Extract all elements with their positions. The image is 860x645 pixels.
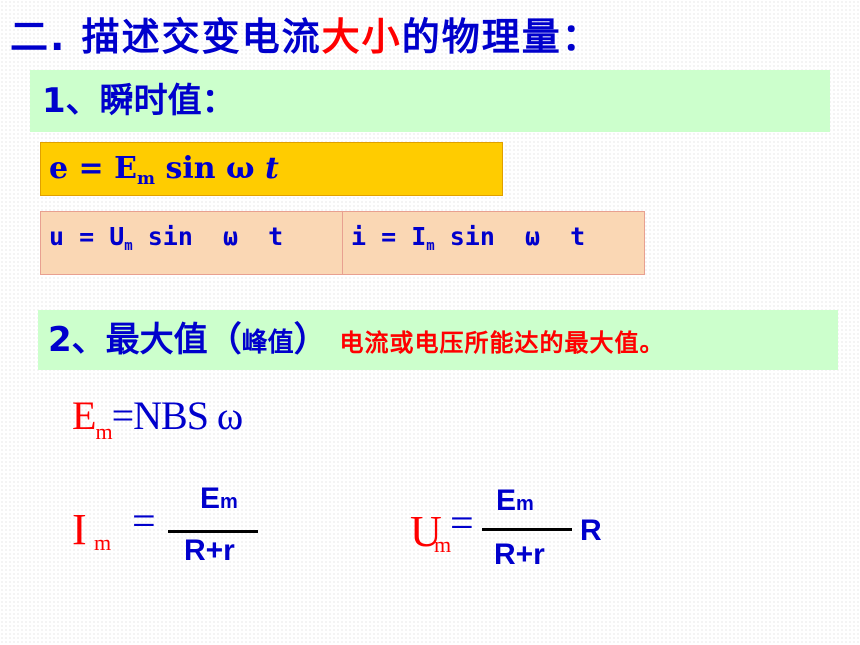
title-suffix: 的物理量：	[401, 15, 602, 59]
title-highlight: 大小	[321, 15, 402, 59]
section2-paren-open: （	[207, 320, 242, 360]
max-emf-formula: Em=NBS ω	[72, 392, 244, 445]
max-voltage-numerator: Em	[496, 484, 534, 518]
max-voltage-formula: U m = Em R+r R	[410, 480, 630, 580]
max-emf-sub: m	[95, 419, 112, 444]
section2-label: 2、最大值	[48, 320, 208, 360]
max-voltage-eq: =	[450, 501, 474, 547]
max-emf-rest: =NBS ω	[111, 393, 244, 438]
max-voltage-sym: U	[410, 507, 442, 556]
emf-instant-formula: e = Em sin ω t	[40, 142, 503, 196]
max-current-num-sub: m	[220, 491, 238, 513]
max-voltage-num: E	[496, 484, 517, 517]
current-instant-formula: i = Im sin ω t	[343, 211, 645, 275]
voltage-rest: sin ω t	[132, 222, 284, 251]
voltage-sub: m	[124, 238, 133, 254]
max-voltage-sub: m	[434, 532, 452, 557]
ui-formula-row: u = Um sin ω t i = Im sin ω t	[40, 211, 645, 275]
max-current-formula: I m = Em R+r	[72, 480, 272, 580]
max-current-fraction-line	[168, 530, 258, 533]
max-voltage-num-sub: m	[516, 493, 534, 515]
section1-label: 1、瞬时值：	[42, 81, 236, 121]
voltage-lhs: u = U	[49, 222, 125, 251]
voltage-instant-formula: u = Um sin ω t	[40, 211, 343, 275]
page-title: 二. 描述交变电流大小的物理量：	[10, 6, 602, 61]
current-lhs: i = I	[351, 222, 427, 251]
max-current-numerator: Em	[200, 482, 238, 516]
max-voltage-fraction-line	[482, 528, 572, 531]
max-current-sub: m	[94, 530, 112, 555]
max-voltage-den: R+r	[494, 538, 545, 571]
max-current-eq: =	[132, 499, 156, 545]
max-emf-sym: E	[72, 393, 96, 438]
section1-header: 1、瞬时值：	[30, 70, 830, 132]
title-prefix: 二. 描述交变电流	[10, 15, 322, 59]
emf-lhs: e	[49, 151, 69, 186]
current-rest: sin ω t	[434, 222, 586, 251]
max-voltage-after: R	[580, 514, 602, 547]
section2-description: 电流或电压所能达的最大值。	[339, 329, 665, 357]
section2-paren-close: ）	[293, 320, 328, 360]
section2-paren-text: 峰值	[241, 328, 294, 358]
emf-func: sin ω	[165, 151, 255, 186]
max-current-sym: I	[72, 505, 87, 554]
current-sub: m	[426, 238, 435, 254]
emf-var: t	[265, 151, 279, 186]
section2-header: 2、最大值（峰值） 电流或电压所能达的最大值。	[38, 310, 838, 370]
max-current-num: E	[200, 482, 221, 515]
emf-sym: E	[114, 151, 138, 186]
max-current-den: R+r	[184, 534, 235, 567]
emf-eq: =	[78, 151, 104, 186]
emf-sub: m	[137, 169, 156, 189]
